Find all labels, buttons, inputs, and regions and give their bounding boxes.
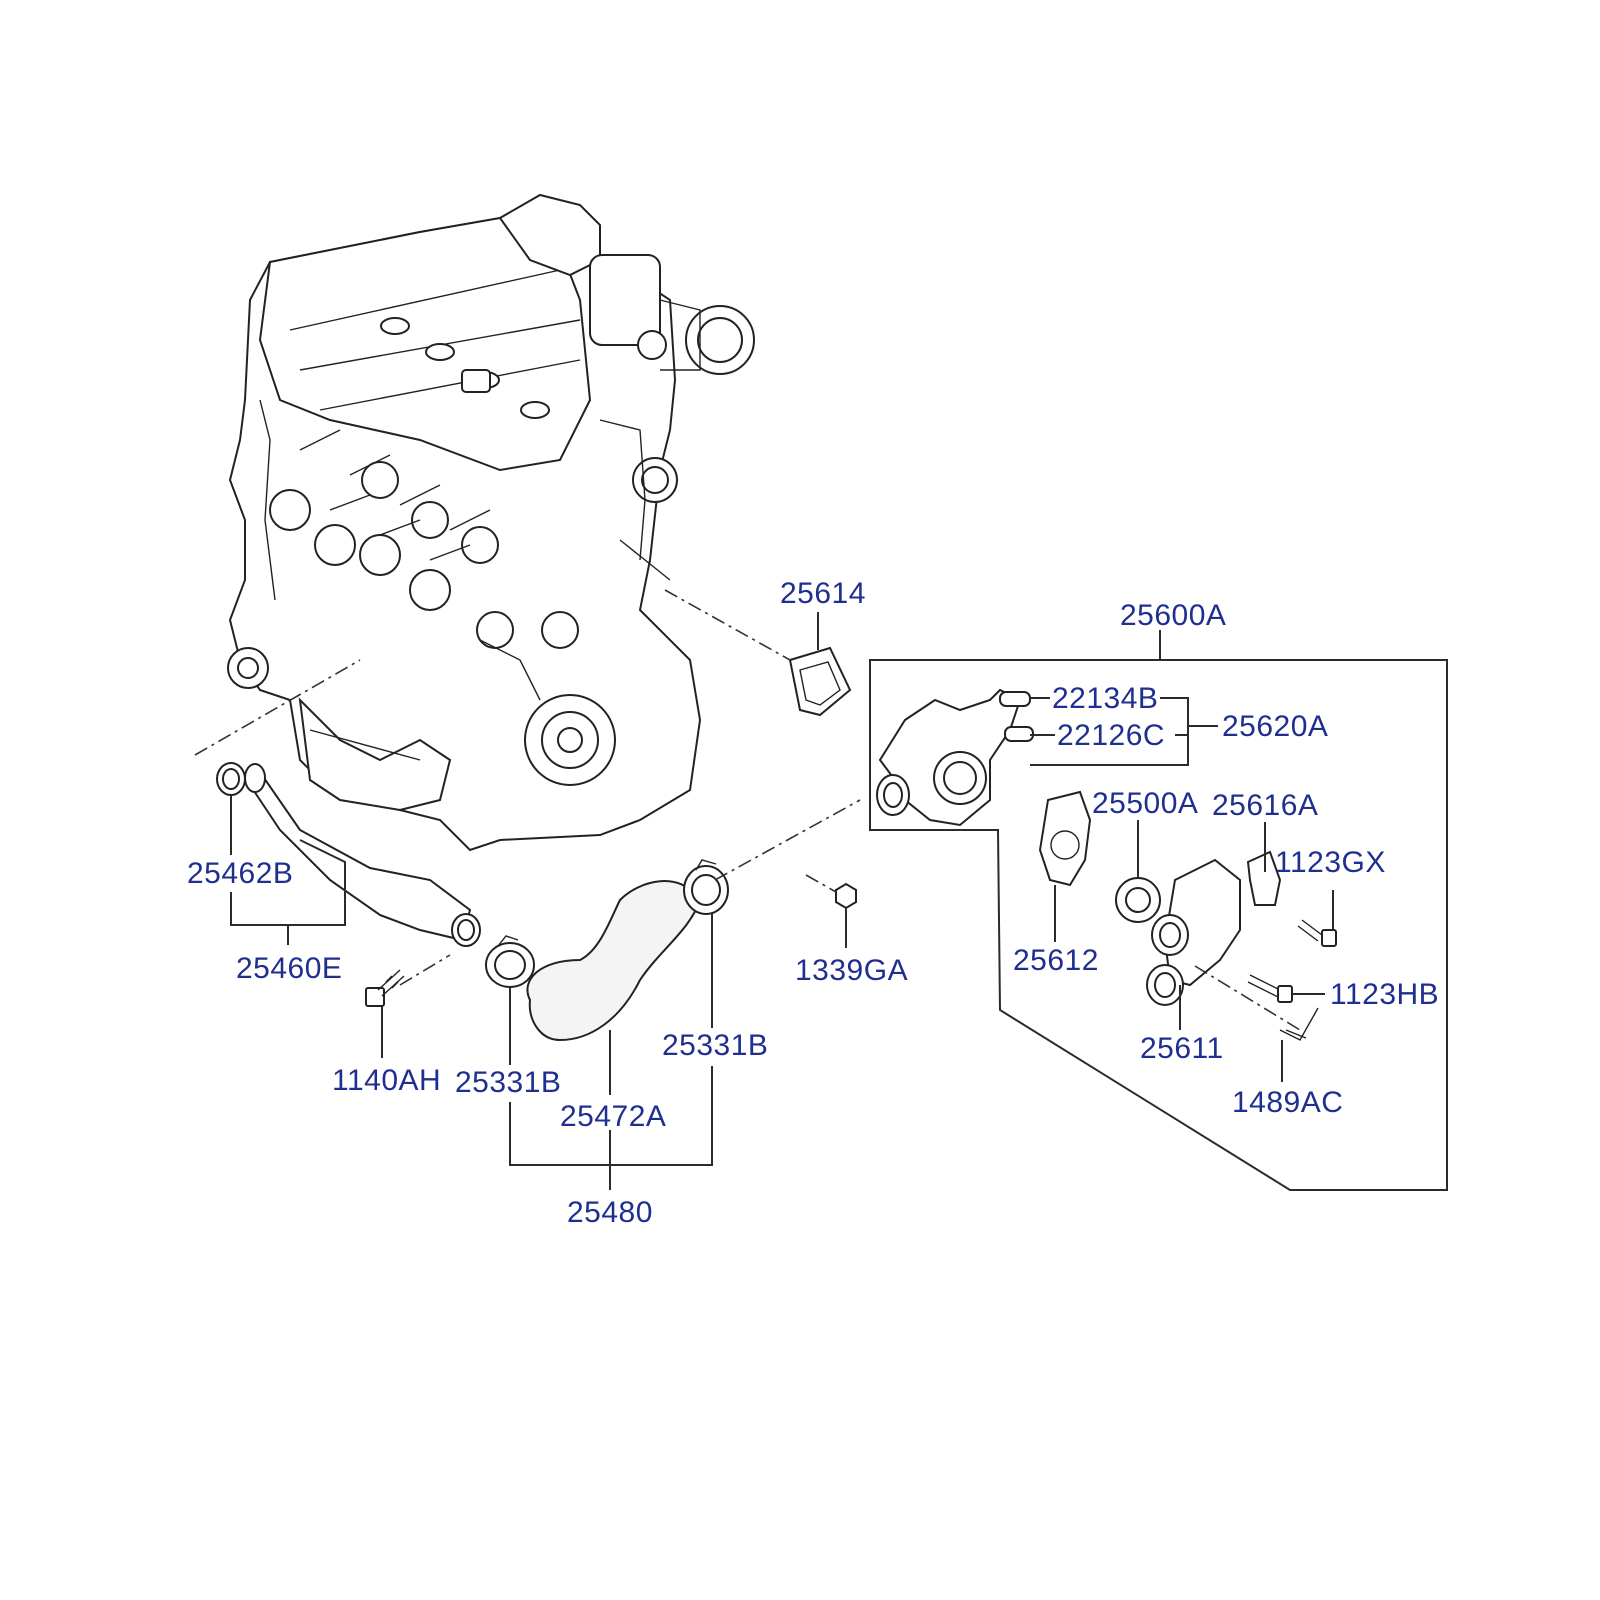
leader-lines <box>230 612 1448 1191</box>
label-25500a: 25500A <box>1092 787 1198 820</box>
label-22134b: 22134B <box>1052 682 1158 715</box>
label-25620a: 25620A <box>1222 710 1328 743</box>
label-25616a: 25616A <box>1212 789 1318 822</box>
label-25480: 25480 <box>567 1196 653 1229</box>
label-25331b-left: 25331B <box>455 1066 561 1099</box>
assembly-lines <box>194 589 1301 1031</box>
hose-assembly <box>485 859 729 1042</box>
label-25460e: 25460E <box>236 952 342 985</box>
part-labels: 25614 25600A 22134B 22126C 25620A 25500A… <box>187 577 1439 1229</box>
label-25611: 25611 <box>1140 1032 1224 1065</box>
label-25612: 25612 <box>1013 944 1099 977</box>
label-25462b: 25462B <box>187 857 293 890</box>
label-25600a: 25600A <box>1120 599 1226 632</box>
engine-block-illustration <box>227 193 755 852</box>
radiator-hose-25472a <box>526 880 702 1042</box>
water-pipe-assembly <box>216 762 481 947</box>
label-22126c: 22126C <box>1057 719 1165 752</box>
label-25614: 25614 <box>780 577 866 610</box>
bolt-1140ah <box>365 969 405 1007</box>
label-1489ac: 1489AC <box>1232 1086 1343 1119</box>
label-1123gx: 1123GX <box>1275 846 1386 879</box>
gasket-25614 <box>788 646 852 717</box>
label-1339ga: 1339GA <box>795 954 908 987</box>
thermostat-housing-assembly <box>876 688 1337 1041</box>
label-1140ah: 1140AH <box>332 1064 441 1097</box>
label-1123hb: 1123HB <box>1330 978 1439 1011</box>
nut-1339ga <box>835 882 857 910</box>
label-25331b-right: 25331B <box>662 1029 768 1062</box>
label-25472a: 25472A <box>560 1100 666 1133</box>
